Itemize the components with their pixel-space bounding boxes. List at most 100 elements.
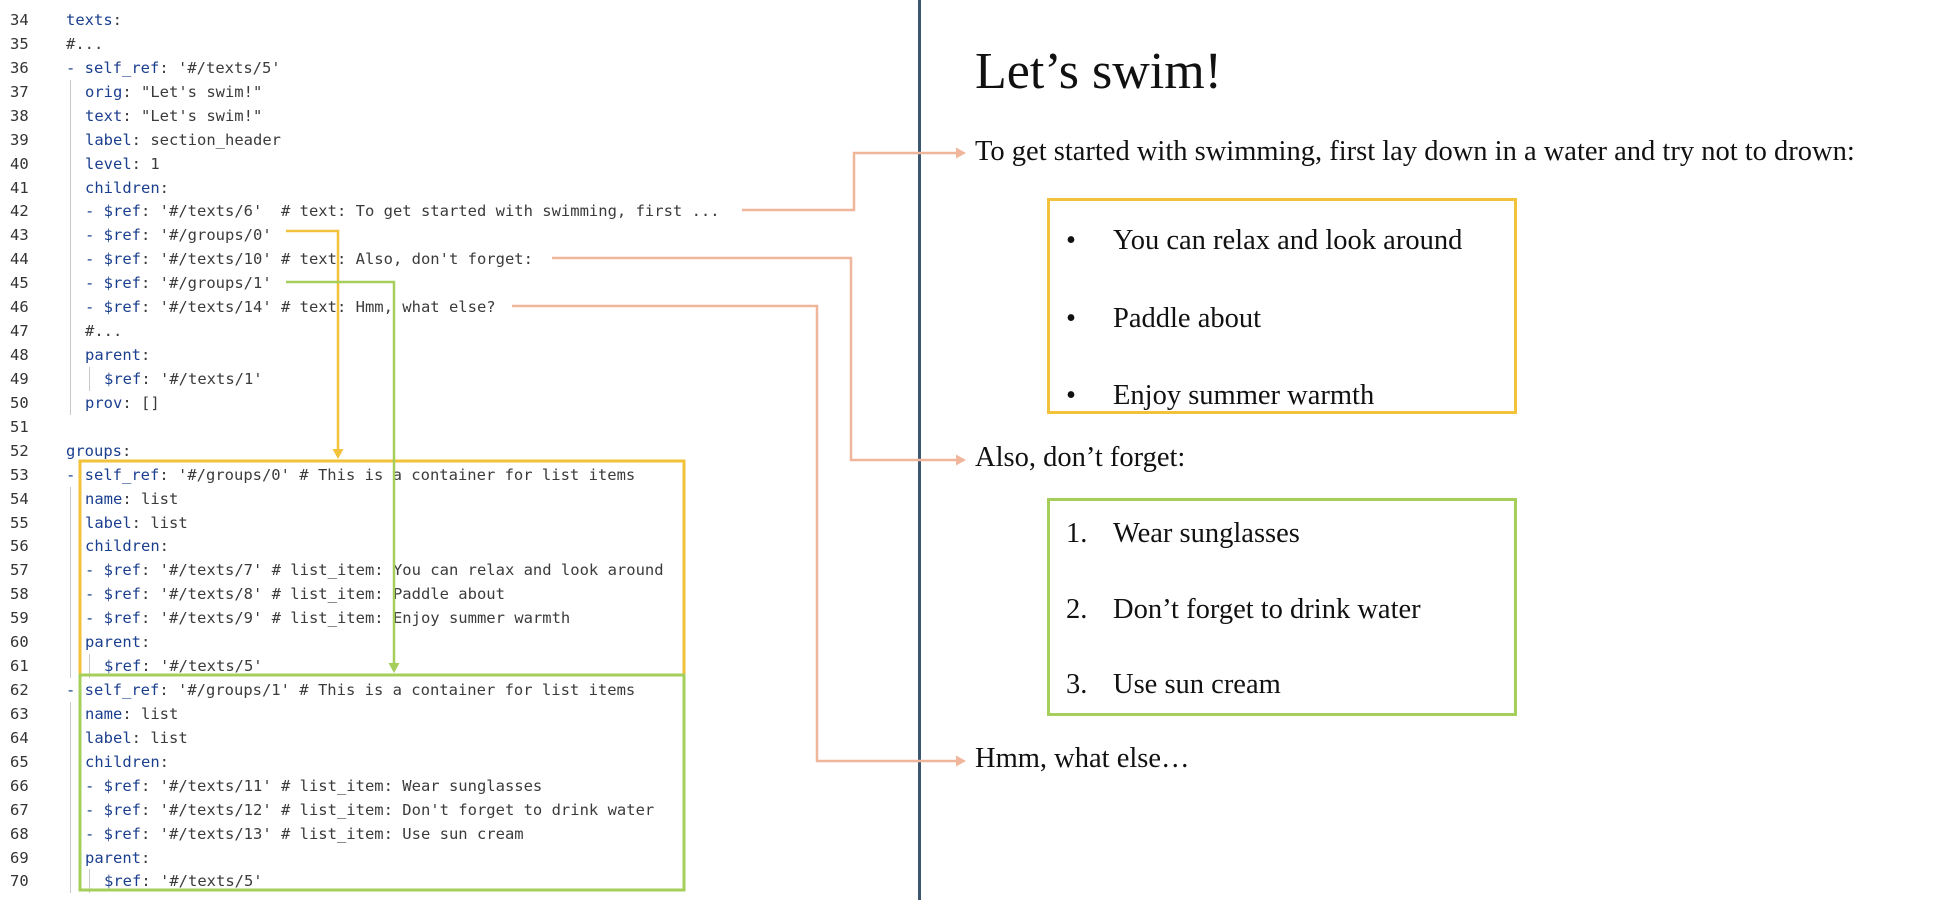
line-number: 36 [10, 58, 29, 77]
line-number: 45 [10, 274, 29, 293]
list-item-text: Don’t forget to drink water [1113, 594, 1421, 625]
list-item-text: Wear sunglasses [1113, 518, 1300, 549]
line-number: 48 [10, 346, 29, 365]
code-line: 53- self_ref: '#/groups/0' # This is a c… [0, 463, 918, 487]
yaml-key: children [85, 178, 160, 197]
yaml-key: text [85, 106, 123, 125]
yaml-key: - $ref [85, 561, 141, 580]
yaml-value: : section_header [131, 130, 281, 149]
indent-guide [70, 701, 71, 726]
yaml-value: : list [122, 489, 179, 508]
indent-guide [70, 79, 71, 104]
arrowhead-icon [388, 663, 400, 673]
line-number: 47 [10, 322, 29, 341]
code-text: texts: [66, 8, 122, 32]
line-number: 42 [10, 202, 29, 221]
code-text: - self_ref: '#/texts/5' [66, 56, 281, 80]
list-item: • You can relax and look around [1050, 221, 1510, 261]
code-line: 51 [0, 415, 918, 439]
code-line: 36 - self_ref: '#/texts/5' [0, 56, 918, 80]
line-number: 56 [10, 537, 29, 556]
list-item-text: You can relax and look around [1113, 225, 1463, 256]
code-text: orig: "Let's swim!" [85, 80, 262, 104]
yaml-value: : 1 [131, 154, 160, 173]
yaml-key: - $ref [85, 274, 141, 293]
line-number: 52 [10, 441, 29, 460]
code-line: 65 children: [0, 750, 918, 774]
yaml-key: - $ref [85, 609, 141, 628]
code-text: name: list [85, 702, 178, 726]
yaml-value: : '#/groups/0' # This is a container for… [159, 465, 636, 484]
indent-guide [70, 773, 71, 798]
yaml-value: : [141, 633, 151, 652]
yaml-key: $ref [104, 657, 142, 676]
group0-code-box [78, 459, 686, 677]
line-number: 55 [10, 513, 29, 532]
indent-guide [70, 534, 71, 559]
yaml-key: orig [85, 82, 123, 101]
yaml-key: $ref [104, 872, 142, 891]
list-item: • Paddle about [1050, 299, 1510, 339]
yaml-value: : list [122, 704, 179, 723]
list-item: 2. Don’t forget to drink water [1050, 590, 1510, 630]
code-text: - self_ref: '#/groups/0' # This is a con… [66, 463, 635, 487]
code-text: label: list [85, 726, 188, 750]
code-text: children: [85, 750, 169, 774]
indent-guide [70, 749, 71, 774]
line-number: 65 [10, 752, 29, 771]
line-number: 40 [10, 154, 29, 173]
arrowhead-icon [956, 454, 966, 466]
line-number: 63 [10, 704, 29, 723]
also-paragraph: Also, don’t forget: [975, 442, 1186, 473]
code-text: prov: [] [85, 391, 160, 415]
code-line: 67- $ref: '#/texts/12' # list_item: Don'… [0, 798, 918, 822]
code-line: 68- $ref: '#/texts/13' # list_item: Use … [0, 822, 918, 846]
indent-guide [70, 319, 71, 343]
yaml-value: : [141, 848, 151, 867]
indent-guide [70, 869, 71, 894]
code-text: parent: [85, 343, 150, 367]
code-text: - $ref: '#/texts/12' # list_item: Don't … [85, 798, 654, 822]
line-number: 49 [10, 369, 29, 388]
indent-guide [70, 821, 71, 846]
yaml-value: : [] [122, 393, 160, 412]
line-number: 61 [10, 657, 29, 676]
yaml-key: name [85, 704, 123, 723]
indent-guide [70, 558, 71, 583]
line-number: 68 [10, 824, 29, 843]
yaml-key: - self_ref [66, 465, 160, 484]
line-number: 39 [10, 130, 29, 149]
list-item-text: Enjoy summer warmth [1113, 380, 1375, 411]
arrowhead-icon [332, 449, 344, 459]
yaml-key: level [85, 154, 132, 173]
code-text: #... [85, 319, 122, 343]
code-text: #... [66, 32, 103, 56]
line-number: 57 [10, 561, 29, 580]
code-line: 44- $ref: '#/texts/10' # text: Also, don… [0, 247, 918, 271]
line-number: 43 [10, 226, 29, 245]
list-item-text: Use sun cream [1113, 669, 1281, 700]
yaml-value: : '#/texts/6' # text: To get started wit… [141, 202, 720, 221]
number-marker: 2. [1066, 594, 1088, 625]
indent-guide [70, 486, 71, 511]
arrowhead-icon [956, 147, 966, 159]
list-item-text: Paddle about [1113, 303, 1262, 334]
indent-guide [70, 103, 71, 128]
indent-guide [70, 654, 71, 679]
indent-guide [89, 654, 90, 679]
code-text: - self_ref: '#/groups/1' # This is a con… [66, 678, 635, 702]
line-number: 66 [10, 776, 29, 795]
number-marker: 3. [1066, 669, 1088, 700]
code-text: - $ref: '#/texts/8' # list_item: Paddle … [85, 582, 505, 606]
yaml-value: : '#/texts/14' # text: Hmm, what else? [141, 298, 496, 317]
indent-guide [70, 797, 71, 822]
yaml-key: children [85, 537, 160, 556]
code-text: name: list [85, 487, 178, 511]
yaml-value: : "Let's swim!" [122, 82, 263, 101]
code-line: 49$ref: '#/texts/1' [0, 367, 918, 391]
